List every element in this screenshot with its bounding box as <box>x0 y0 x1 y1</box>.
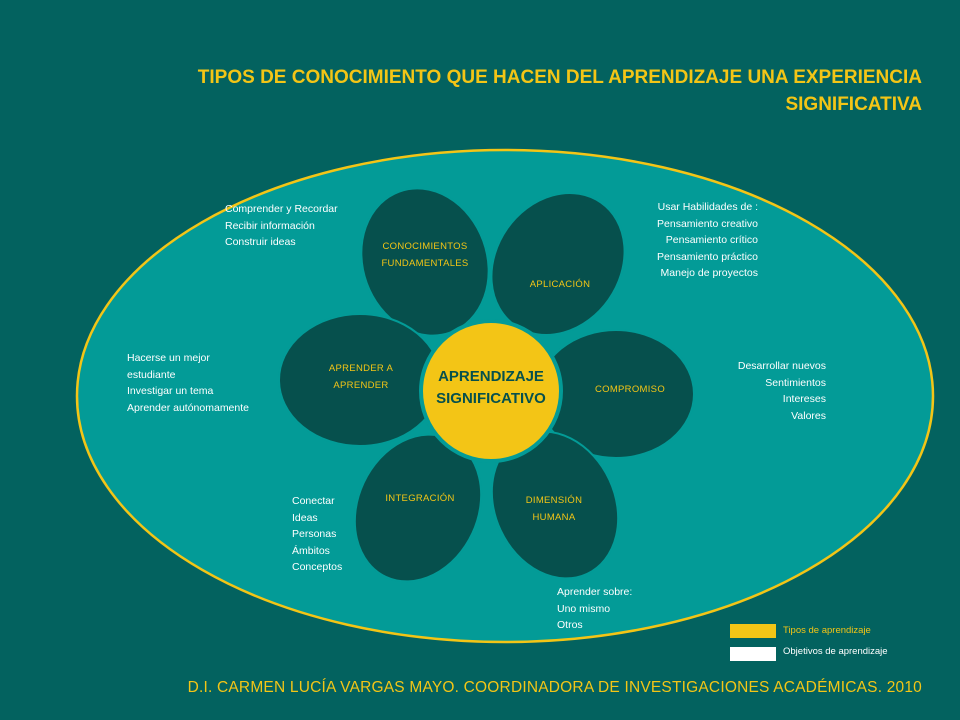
objectives-dimension: Aprender sobre: Uno mismo Otros <box>557 586 633 632</box>
petal-label-compromiso: COMPROMISO <box>594 384 666 395</box>
legend-swatch-objectives <box>730 647 776 661</box>
footer-credit: D.I. CARMEN LUCÍA VARGAS MAYO. COORDINAD… <box>187 679 922 696</box>
legend-label-types: Tipos de aprendizaje <box>783 625 871 636</box>
objectives-aprender: Hacerse un mejor estudiante Investigar u… <box>127 352 249 414</box>
page-title: TIPOS DE CONOCIMIENTO QUE HACEN DEL APRE… <box>197 67 922 115</box>
petal-label-aprender: APRENDER A APRENDER <box>328 363 394 391</box>
objectives-conocimientos: Comprender y Recordar Recibir informació… <box>225 203 338 249</box>
petal-label-aplicacion: APLICACIÓN <box>529 279 591 290</box>
center-label: APRENDIZAJE SIGNIFICATIVO <box>436 368 546 407</box>
petal-label-conocimientos: CONOCIMIENTOS FUNDAMENTALES <box>381 241 469 269</box>
legend-swatch-types <box>730 624 776 638</box>
legend-label-objectives: Objetivos de aprendizaje <box>783 646 888 657</box>
petal-label-dimension: DIMENSIÓN HUMANA <box>525 495 583 523</box>
objectives-aplicacion: Usar Habilidades de : Pensamiento creati… <box>657 201 758 280</box>
objectives-integracion: Conectar Ideas Personas Ámbitos Concepto… <box>292 495 343 574</box>
petal-label-integracion: INTEGRACIÓN <box>385 493 455 504</box>
center-circle <box>419 319 563 463</box>
objectives-compromiso: Desarrollar nuevos Sentimientos Interese… <box>737 360 826 422</box>
